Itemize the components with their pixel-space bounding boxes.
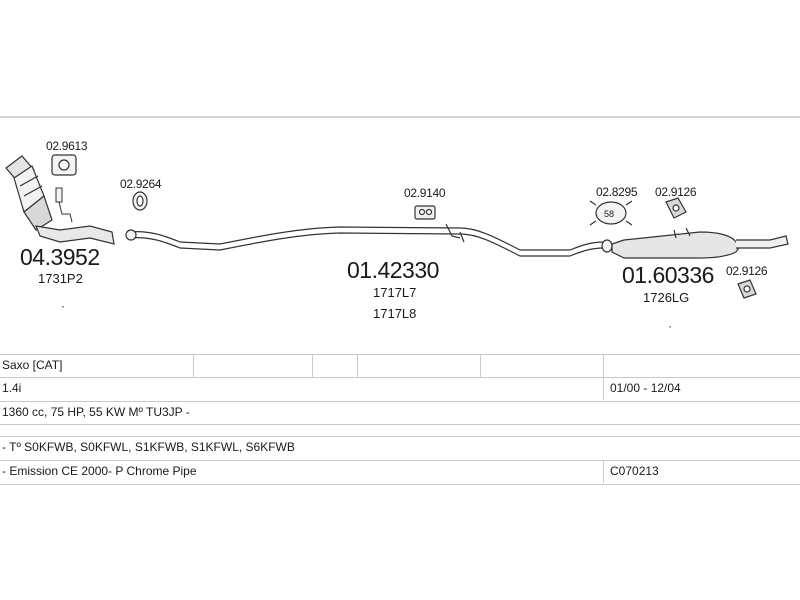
mid-pipe-part-number: 01.42330 [347, 257, 439, 283]
model-cell: Saxo [CAT] [2, 358, 63, 372]
exhaust-system-diagram: 02.9613 02.9264 02.9140 58 02.8295 02.91… [0, 116, 800, 333]
rear-code: 1726LG [643, 290, 689, 305]
types-cell: - Tº S0KFWB, S0KFWL, S1KFWB, S1KFWL, S6K… [2, 440, 295, 454]
cat-gasket-part-number: 02.9613 [46, 139, 88, 153]
rear-clamp-part-number: 02.8295 [596, 185, 638, 199]
table-row-model: Saxo [CAT] [0, 355, 800, 375]
rear-hanger-top-part-number: 02.9126 [655, 185, 697, 199]
rear-part-number: 01.60336 [622, 262, 714, 288]
mid-hanger [414, 205, 436, 220]
lambda-sensor [55, 187, 73, 223]
rear-hanger-bottom-part-number: 02.9126 [726, 264, 768, 278]
front-gasket [132, 191, 148, 211]
center-pipe [125, 223, 605, 257]
engine-cell: 1.4i [2, 381, 22, 395]
rear-clamp-badge: 58 [604, 209, 614, 219]
cat-gasket [51, 154, 77, 176]
code-cell: C070213 [610, 464, 659, 478]
rear-muffler [601, 227, 789, 259]
table-row-note: - Emission CE 2000- P Chrome Pipe C07021… [0, 461, 800, 481]
cat-part-number: 04.3952 [20, 244, 100, 270]
table-row-engine: 1.4i 01/00 - 12/04 [0, 378, 800, 398]
cat-dot: · [61, 299, 65, 313]
rear-clamp [589, 200, 633, 226]
rear-hanger-bottom [737, 279, 757, 299]
mid-hanger-part-number: 02.9140 [404, 186, 446, 200]
rear-hanger-top [665, 197, 687, 219]
cat-code: 1731P2 [38, 271, 83, 286]
date-range-cell: 01/00 - 12/04 [610, 381, 681, 395]
catalytic-converter [5, 155, 115, 245]
specs-cell: 1360 cc, 75 HP, 55 KW Mº TU3JP - [2, 405, 190, 419]
note-cell: - Emission CE 2000- P Chrome Pipe [2, 464, 197, 478]
mid-pipe-code-a: 1717L7 [373, 285, 416, 300]
table-row-specs: 1360 cc, 75 HP, 55 KW Mº TU3JP - [0, 402, 800, 422]
table-row-types: - Tº S0KFWB, S0KFWL, S1KFWB, S1KFWL, S6K… [0, 437, 800, 457]
mid-pipe-code-b: 1717L8 [373, 306, 416, 321]
rear-dot: · [668, 319, 672, 333]
front-gasket-part-number: 02.9264 [120, 177, 162, 191]
